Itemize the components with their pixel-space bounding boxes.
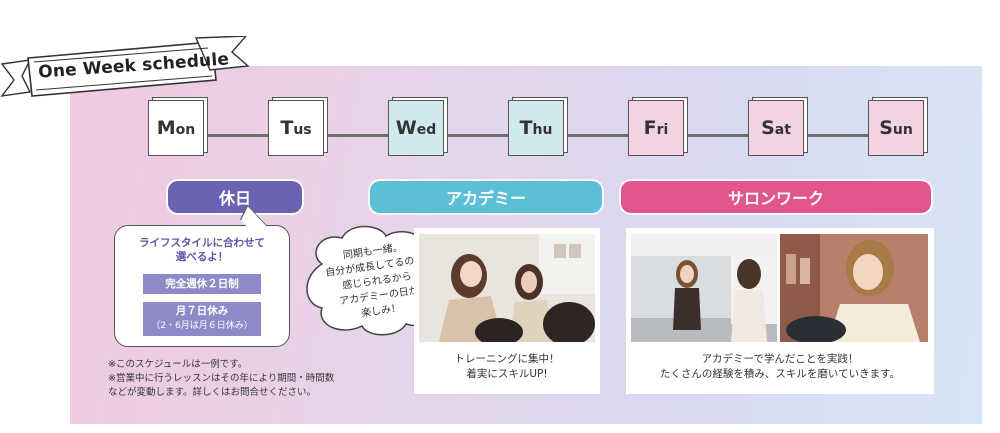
academy-caption: トレーニングに集中！着実にスキルUP! — [454, 353, 560, 380]
day-sun-card: Sun — [868, 100, 924, 156]
option-full-weekly: 完全週休２日制 — [143, 274, 261, 294]
day-sat: Sat — [748, 97, 808, 156]
holiday-bubble: ライフスタイルに合わせて選べるよ！ 完全週休２日制 月７日休み（2・6月は月６日… — [114, 204, 290, 347]
day-thu: Thu — [508, 97, 568, 156]
salon-label: サロンワーク — [621, 181, 931, 213]
day-tue: Tus — [268, 97, 328, 156]
ribbon-banner — [0, 36, 250, 97]
day-wed: Wed — [388, 97, 448, 156]
day-thu-card: Thu — [508, 100, 564, 156]
day-fri-card: Fri — [628, 100, 684, 156]
day-fri: Fri — [628, 97, 688, 156]
day-mon-card: Mon — [148, 100, 204, 156]
holiday-label: 休日 — [168, 181, 302, 213]
day-sat-card: Sat — [748, 100, 804, 156]
academy-label: アカデミー — [370, 181, 602, 213]
schedule-note: ※このスケジュールは一例です。※営業中に行うレッスンはその年により期間・時間数な… — [108, 359, 335, 398]
salon-photo-right — [780, 234, 928, 342]
day-mon: Mon — [148, 97, 208, 156]
salon-caption: アカデミーで学んだことを実践！たくさんの経験を積み、スキルを磨いていきます。 — [659, 353, 901, 380]
day-wed-card: Wed — [388, 100, 444, 156]
academy-photo — [419, 234, 595, 342]
salon-photo-left — [631, 234, 777, 342]
day-tue-card: Tus — [268, 100, 324, 156]
option-monthly: 月７日休み（2・6月は月６日休み） — [143, 302, 261, 336]
day-sun: Sun — [868, 97, 928, 156]
